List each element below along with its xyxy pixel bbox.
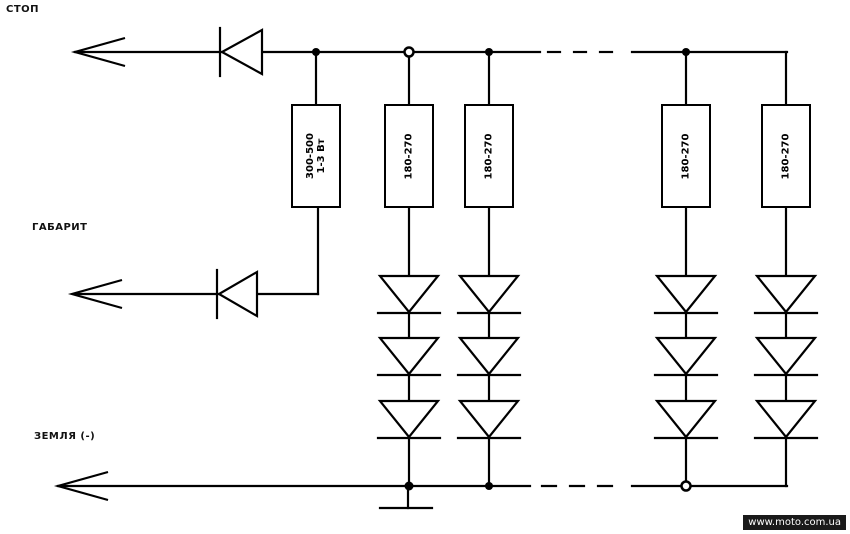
ground-label: ЗЕМЛЯ (-): [34, 431, 96, 442]
led-branch-1: [376, 50, 442, 488]
main-resistor-value: 300-500: [305, 133, 316, 179]
junction-dot: [403, 46, 415, 58]
led-branch-3: [653, 50, 719, 488]
main-resistor: 300-500 1-3 Вт: [291, 104, 341, 208]
led-branch-4: [753, 50, 819, 488]
resistor-4: 180-270: [761, 104, 811, 208]
resistor-3-value: 180-270: [680, 133, 692, 179]
stop-label: СТОП: [6, 4, 40, 15]
junction-dot: [680, 480, 692, 492]
led-branch-2: [456, 50, 522, 488]
junction-dot: [312, 48, 320, 56]
ground-arrow-head: [53, 470, 109, 502]
watermark: www.moto.com.ua: [743, 515, 846, 530]
parking-arrow-head: [67, 278, 123, 310]
resistor-2-value: 180-270: [483, 133, 495, 179]
junction-dot: [404, 481, 414, 491]
junction-dot: [485, 48, 493, 56]
stop-diode-symbol: [219, 28, 264, 76]
main-resistor-power: 1-3 Вт: [316, 138, 327, 174]
resistor-1: 180-270: [384, 104, 434, 208]
junction-dot: [485, 482, 493, 490]
resistor-4-value: 180-270: [780, 133, 792, 179]
parking-label: ГАБАРИТ: [32, 222, 88, 233]
junction-dots: [312, 46, 692, 492]
resistor-2: 180-270: [464, 104, 514, 208]
resistor-1-value: 180-270: [403, 133, 415, 179]
parking-diode-symbol: [216, 270, 259, 318]
stop-arrow-head: [70, 36, 126, 68]
resistor-3: 180-270: [661, 104, 711, 208]
junction-dot: [682, 48, 690, 56]
